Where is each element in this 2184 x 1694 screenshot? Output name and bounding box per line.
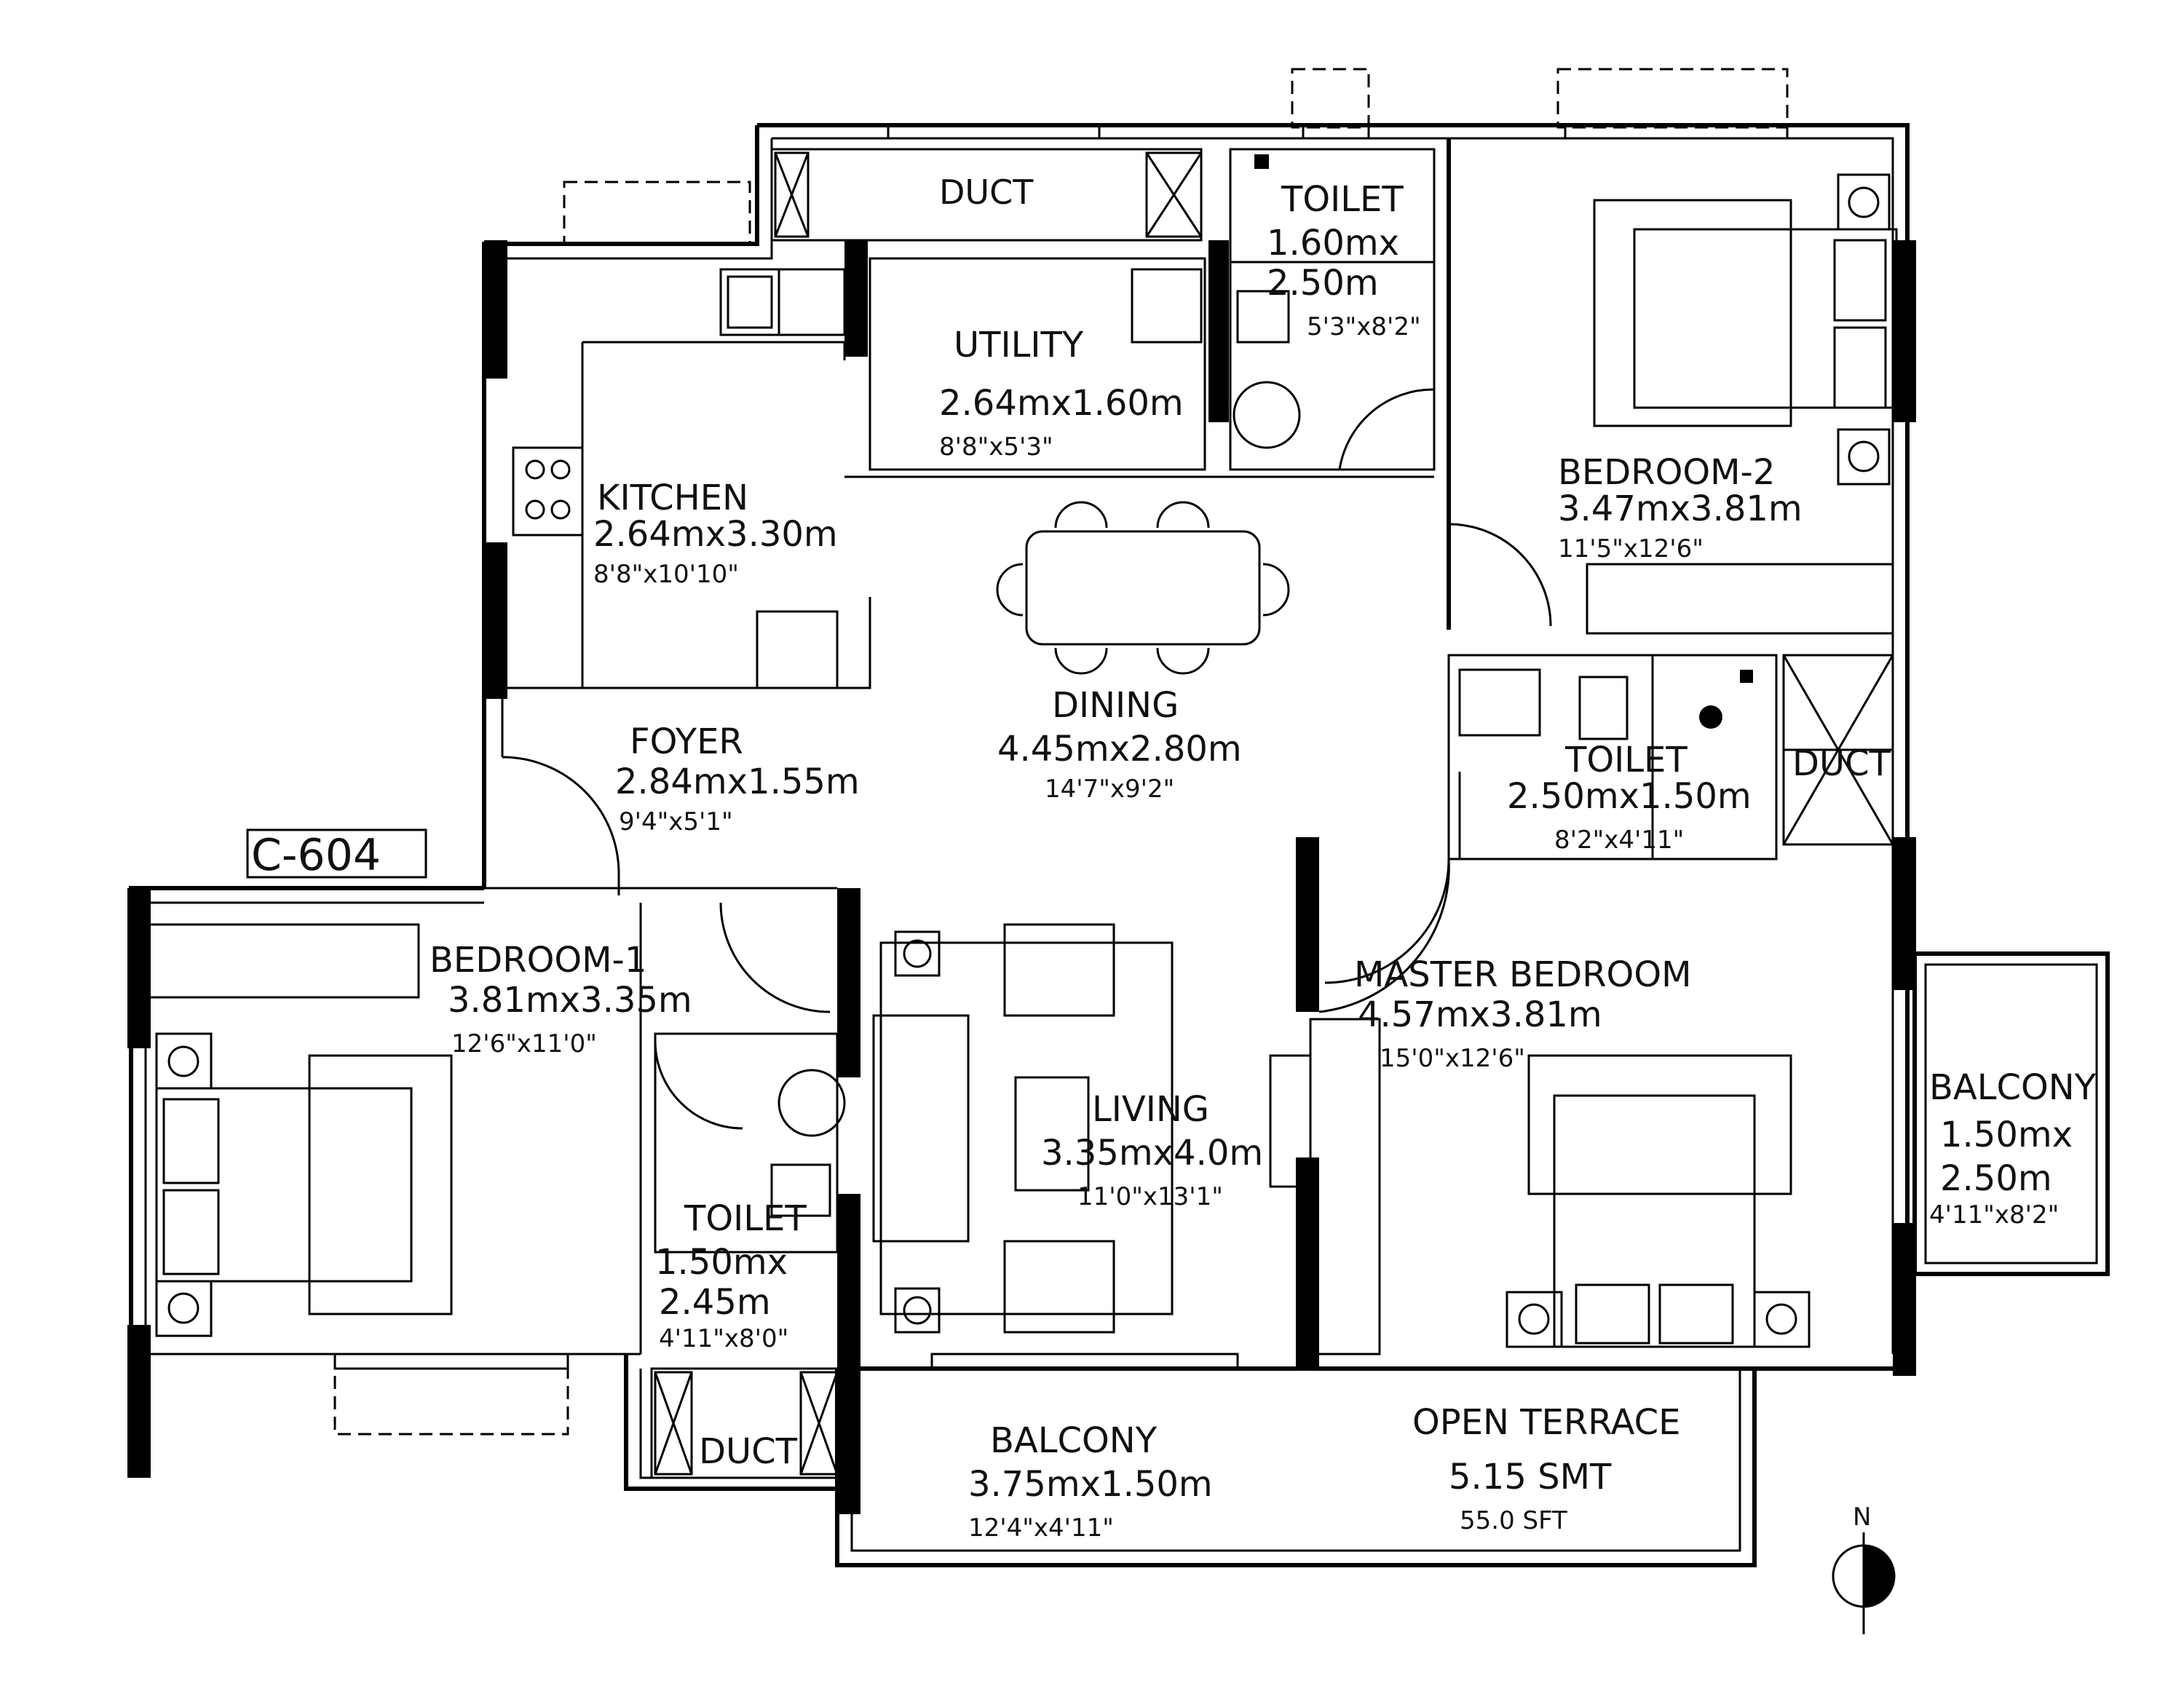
furniture: [148, 173, 1898, 1348]
balcony-bottom-size-ft: 12'4"x4'11": [968, 1513, 1114, 1543]
duct-top-label: DUCT: [939, 173, 1034, 212]
dining-label: DINING: [1052, 685, 1179, 726]
foyer-size: 2.84mx1.55m: [615, 761, 860, 802]
unit-code-tag: C-604: [251, 830, 381, 881]
balcony-right-size-ft: 4'11"x8'2": [1929, 1200, 2059, 1230]
master-bedroom-label: MASTER BEDROOM: [1354, 954, 1692, 995]
room-labels: DUCT TOILET 1.60mx 2.50m 5'3"x8'2" UTILI…: [251, 173, 2097, 1543]
kitchen-size: 2.64mx3.30m: [593, 514, 838, 555]
open-terrace-area-ft: 55.0 SFT: [1460, 1506, 1567, 1535]
master-bedroom-size-ft: 15'0"x12'6": [1380, 1044, 1525, 1073]
interior-walls: [246, 68, 2110, 1567]
utility-size: 2.64mx1.60m: [939, 383, 1184, 424]
toilet-top-label: TOILET: [1281, 179, 1404, 220]
master-bedroom-size: 4.57mx3.81m: [1358, 994, 1602, 1035]
toilet-mid-size-ft: 8'2"x4'11": [1554, 826, 1684, 855]
balcony-right-size-1: 1.50mx: [1940, 1115, 2073, 1155]
duct-mid-label: DUCT: [1792, 743, 1891, 784]
utility-label: UTILITY: [954, 325, 1084, 365]
balcony-bottom-label: BALCONY: [990, 1420, 1158, 1461]
dining-size: 4.45mx2.80m: [997, 729, 1242, 769]
bedroom-2-label: BEDROOM-2: [1558, 452, 1775, 493]
bedroom-2-size: 3.47mx3.81m: [1558, 488, 1803, 529]
balcony-right-size-2: 2.50m: [1940, 1158, 2052, 1199]
bedroom-1-size-ft: 12'6"x11'0": [451, 1029, 597, 1058]
north-arrow-icon: N: [1832, 1503, 1896, 1634]
dining-size-ft: 14'7"x9'2": [1045, 775, 1174, 804]
living-label: LIVING: [1092, 1089, 1209, 1130]
toilet-top-size-1: 1.60mx: [1267, 223, 1399, 264]
toilet-mid-label: TOILET: [1564, 740, 1688, 780]
bedroom-1-label: BEDROOM-1: [430, 940, 646, 981]
bed-bedroom-2: [1593, 173, 1898, 486]
balcony-bottom-size: 3.75mx1.50m: [968, 1464, 1213, 1505]
bedroom-1-size: 3.81mx3.35m: [448, 980, 692, 1021]
toilet-left-size-ft: 4'11"x8'0": [659, 1324, 788, 1353]
toilet-left-size-2: 2.45m: [659, 1282, 771, 1323]
bed-bedroom-1: [148, 923, 453, 1337]
toilet-top-size-2: 2.50m: [1267, 263, 1379, 304]
open-terrace-area: 5.15 SMT: [1449, 1457, 1612, 1497]
foyer-label: FOYER: [630, 721, 743, 762]
north-label: N: [1853, 1503, 1871, 1532]
toilet-left-label: TOILET: [684, 1198, 807, 1239]
kitchen-size-ft: 8'8"x10'10": [593, 560, 739, 589]
open-terrace-label: OPEN TERRACE: [1412, 1402, 1680, 1443]
foyer-size-ft: 9'4"x5'1": [619, 807, 733, 836]
dining-table: [1025, 530, 1261, 646]
wall-columns: [127, 240, 1916, 1514]
bedroom-2-size-ft: 11'5"x12'6": [1558, 534, 1704, 563]
kitchen-label: KITCHEN: [597, 478, 748, 518]
toilet-top-size-ft: 5'3"x8'2": [1307, 312, 1421, 341]
duct-bottom-label: DUCT: [699, 1431, 798, 1472]
bed-master: [1506, 1054, 1811, 1348]
toilet-mid-size: 2.50mx1.50m: [1507, 776, 1752, 817]
toilet-left-size-1: 1.50mx: [655, 1242, 788, 1283]
living-size-ft: 11'0"x13'1": [1077, 1182, 1223, 1211]
balcony-right-label: BALCONY: [1929, 1067, 2097, 1108]
living-size: 3.35mx4.0m: [1041, 1133, 1263, 1173]
utility-size-ft: 8'8"x5'3": [939, 432, 1053, 462]
